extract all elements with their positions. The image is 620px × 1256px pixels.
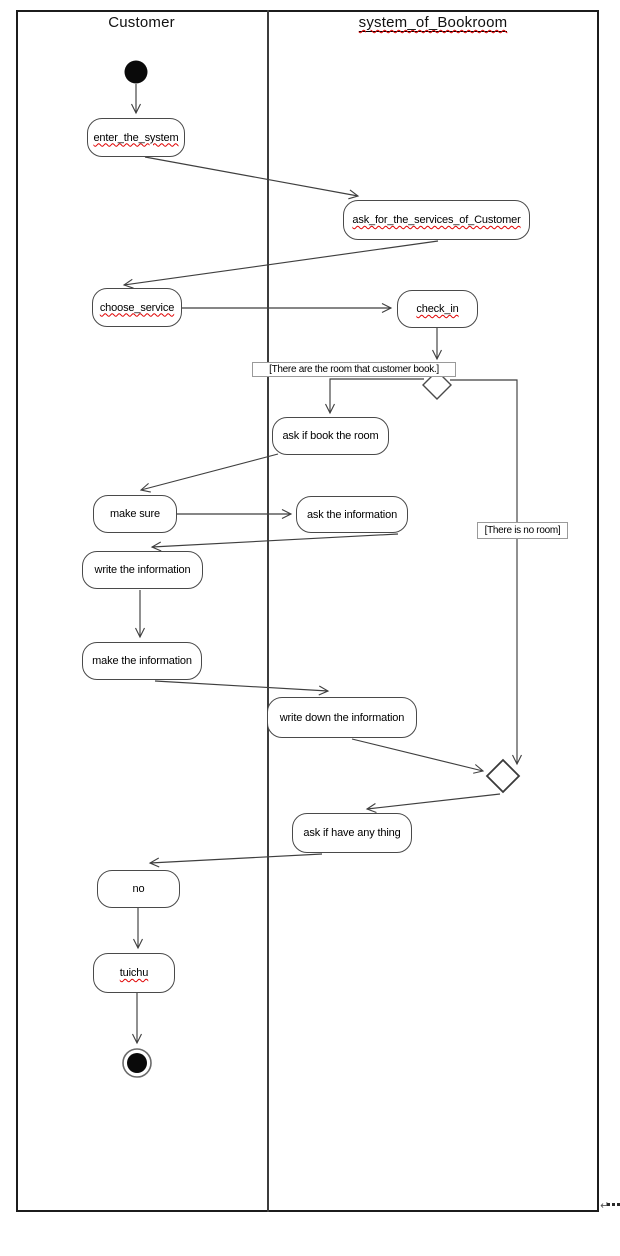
activity-label: ask if have any thing <box>303 827 401 839</box>
activity-ask-if-have-any-thing: ask if have any thing <box>292 813 412 853</box>
guard-text: [There are the room that customer book.] <box>269 364 439 375</box>
edge-enter-system-to-ask-for-services <box>144 156 360 200</box>
activity-ask-the-information: ask the information <box>296 496 408 533</box>
edge-ask-for-services-to-choose-service <box>122 240 439 289</box>
decision-diamond-1 <box>422 370 452 400</box>
activity-tuichu: tuichu <box>93 953 175 993</box>
final-node <box>122 1048 152 1078</box>
activity-label: ask if book the room <box>282 430 379 442</box>
dotted-margin-mark <box>607 1203 620 1206</box>
edge-make-information-to-write-down <box>154 680 330 696</box>
activity-label: tuichu <box>119 967 149 979</box>
activity-make-the-information: make the information <box>82 642 202 680</box>
edge-ask-information-to-write-information <box>150 533 399 552</box>
activity-check-in: check_in <box>397 290 478 328</box>
start-node <box>124 60 148 84</box>
activity-ask-if-book-the-room: ask if book the room <box>272 417 389 455</box>
activity-label: check_in <box>416 303 459 315</box>
activity-enter-the-system: enter_the_system <box>87 118 185 157</box>
activity-make-sure: make sure <box>93 495 177 533</box>
activity-choose-service: choose_service <box>92 288 182 327</box>
edge-decision-2-to-ask-if-have <box>365 793 501 813</box>
guard-text: [There is no room] <box>484 525 561 536</box>
activity-no: no <box>97 870 180 908</box>
paragraph-return-mark: ↵ <box>600 1200 610 1212</box>
activity-write-the-information: write the information <box>82 551 203 589</box>
edge-decision-1-no-room-to-decision-2 <box>450 379 522 766</box>
lane-title: system_of_Bookroom <box>358 14 508 32</box>
activity-label: make sure <box>109 508 160 520</box>
activity-ask-for-the-services-of-customer: ask_for_the_services_of_Customer <box>343 200 530 240</box>
lane-divider <box>267 10 269 1212</box>
activity-label: write down the information <box>279 711 405 724</box>
lane-header-system-of-bookroom: system_of_Bookroom <box>267 14 599 32</box>
guard-label-room-booked: [There are the room that customer book.] <box>252 362 456 377</box>
activity-label: make the information <box>92 655 192 667</box>
activity-label: choose_service <box>99 301 175 314</box>
decision-diamond-2 <box>485 758 521 794</box>
activity-label: no <box>132 883 145 895</box>
activity-write-down-the-information: write down the information <box>267 697 417 738</box>
edge-decision-1-to-ask-if-book <box>325 378 424 415</box>
edge-ask-if-have-to-no <box>148 853 323 868</box>
edge-write-down-to-decision-2 <box>351 738 485 774</box>
activity-label: ask the information <box>306 508 398 521</box>
activity-label: enter_the_system <box>93 131 179 144</box>
guard-label-no-room: [There is no room] <box>477 522 568 539</box>
lane-header-customer: Customer <box>16 14 267 31</box>
activity-label: ask_for_the_services_of_Customer <box>352 214 521 226</box>
lane-title: Customer <box>108 14 175 31</box>
activity-label: write the information <box>94 564 191 576</box>
edge-ask-if-book-to-make-sure <box>139 453 279 493</box>
